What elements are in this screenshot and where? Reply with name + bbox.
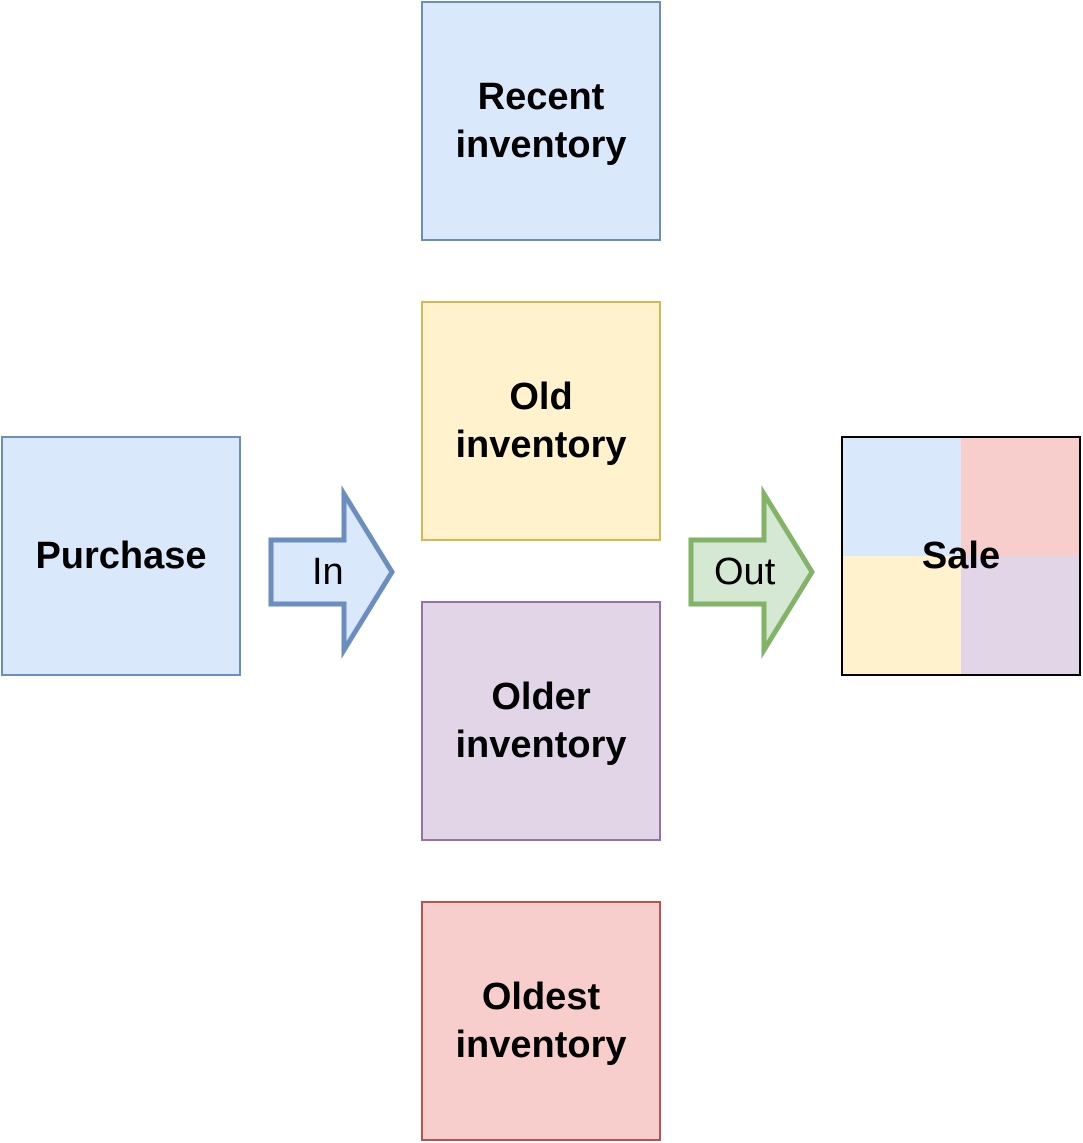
recent-inventory-line1: Recent — [477, 76, 605, 118]
purchase-box[interactable]: Purchase — [1, 436, 241, 676]
old-inventory-box[interactable]: Old inventory — [421, 301, 661, 541]
in-arrow-shape — [268, 485, 395, 659]
oldest-inventory-line2: inventory — [455, 1024, 627, 1066]
recent-inventory-line2: inventory — [455, 124, 627, 166]
recent-inventory-box[interactable]: Recent inventory — [421, 1, 661, 241]
older-inventory-box[interactable]: Older inventory — [421, 601, 661, 841]
sale-label: Sale — [921, 534, 1001, 577]
out-arrow-shape — [688, 485, 815, 659]
in-arrow-label: In — [312, 551, 344, 593]
old-inventory-line2: inventory — [455, 424, 627, 466]
out-arrow-label: Out — [714, 551, 776, 593]
older-inventory-line2: inventory — [455, 724, 627, 766]
oldest-inventory-line1: Oldest — [481, 976, 601, 1018]
sale-box[interactable]: Sale — [841, 436, 1081, 676]
purchase-label: Purchase — [35, 535, 207, 577]
oldest-inventory-box[interactable]: Oldest inventory — [421, 901, 661, 1141]
sale-quadrant-old — [843, 556, 961, 674]
older-inventory-line1: Older — [491, 676, 591, 718]
sale-quadrant-recent — [843, 438, 961, 556]
sale-quadrant-older — [961, 556, 1079, 674]
sale-quadrant-oldest — [961, 438, 1079, 556]
old-inventory-line1: Old — [509, 376, 573, 418]
